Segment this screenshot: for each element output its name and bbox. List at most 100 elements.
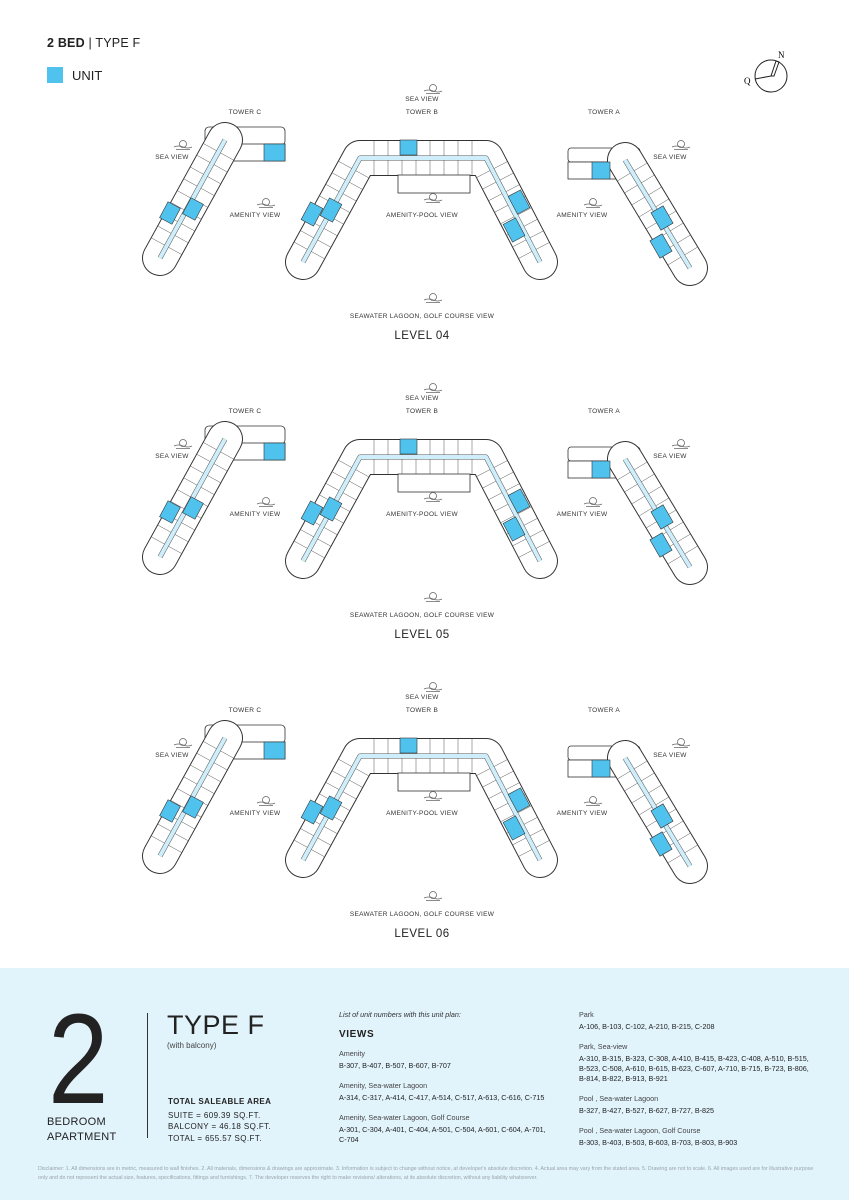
view-group-units: B-327, B-427, B-527, B-627, B-727, B-825 — [579, 1106, 715, 1115]
tower-c-label: TOWER C — [228, 408, 262, 415]
highlighted-unit[interactable] — [182, 197, 204, 221]
amenity-pool-view-label: AMENITY-POOL VIEW — [386, 511, 458, 518]
amenity-view-label: AMENITY VIEW — [229, 212, 281, 219]
sea-view-label: SEA VIEW — [155, 154, 189, 161]
tower-c-label: TOWER C — [228, 707, 262, 714]
tower-c-plan — [142, 421, 286, 575]
view-group-name: Park, Sea-view — [579, 1042, 628, 1051]
sea-view-label: SEA VIEW — [653, 752, 687, 759]
view-group-name: Amenity, Sea-water Lagoon — [339, 1081, 428, 1090]
bedroom-label: BEDROOM APARTMENT — [47, 1115, 117, 1145]
highlighted-unit[interactable] — [319, 795, 343, 821]
view-group-units: B-307, B-407, B-507, B-607, B-707 — [339, 1061, 451, 1070]
highlighted-unit[interactable] — [159, 201, 181, 225]
amenity-view-label: AMENITY VIEW — [229, 810, 281, 817]
sea-view-label: SEA VIEW — [405, 694, 439, 701]
bedroom-count: 2 — [48, 988, 109, 1131]
amenity-view-label: AMENITY VIEW — [556, 810, 608, 817]
view-group-name: Amenity, Sea-water Lagoon, Golf Course — [339, 1113, 470, 1122]
highlighted-unit[interactable] — [649, 831, 673, 857]
tower-c-plan — [142, 122, 286, 276]
view-group-units: A-310, B-315, B-323, C-308, A-410, B-415… — [579, 1054, 809, 1083]
highlighted-unit[interactable] — [650, 205, 674, 231]
highlighted-unit[interactable] — [591, 161, 611, 180]
tower-a-label: TOWER A — [588, 109, 620, 116]
highlighted-unit[interactable] — [319, 197, 343, 223]
highlighted-unit[interactable] — [502, 815, 526, 841]
bedroom-label-line1: BEDROOM — [47, 1116, 106, 1128]
view-group-name: Amenity — [339, 1049, 365, 1058]
amenity-pool-view-label: AMENITY-POOL VIEW — [386, 212, 458, 219]
divider — [147, 1013, 148, 1138]
highlighted-unit[interactable] — [507, 189, 531, 215]
legend-unit-swatch — [47, 67, 63, 83]
lagoon-golf-view-label: SEAWATER LAGOON, GOLF COURSE VIEW — [349, 313, 495, 320]
compass-icon: N Q — [738, 48, 798, 103]
amenity-view-label: AMENITY VIEW — [556, 212, 608, 219]
highlighted-unit[interactable] — [319, 496, 343, 522]
tower-a-plan — [567, 441, 708, 585]
level-title: LEVEL 06 — [394, 928, 450, 940]
highlighted-unit[interactable] — [502, 217, 526, 243]
amenity-pool-view-label: AMENITY-POOL VIEW — [386, 810, 458, 817]
highlighted-unit[interactable] — [591, 460, 611, 479]
tower-b-plan — [285, 438, 558, 579]
highlighted-unit[interactable] — [300, 799, 324, 825]
title-separator: | — [84, 36, 96, 50]
area-balcony: BALCONY = 46.18 SQ.FT. — [168, 1122, 272, 1131]
lagoon-golf-view-label: SEAWATER LAGOON, GOLF COURSE VIEW — [349, 612, 495, 619]
tower-b-label: TOWER B — [405, 707, 439, 714]
amenity-view-label: AMENITY VIEW — [229, 511, 281, 518]
highlighted-unit[interactable] — [159, 500, 181, 524]
sea-view-label: SEA VIEW — [653, 453, 687, 460]
tower-a-label: TOWER A — [588, 707, 620, 714]
sea-view-label: SEA VIEW — [155, 752, 189, 759]
highlighted-unit[interactable] — [399, 139, 418, 156]
highlighted-unit[interactable] — [263, 741, 286, 760]
highlighted-unit[interactable] — [649, 532, 673, 558]
tower-c-plan — [142, 720, 286, 874]
highlighted-unit[interactable] — [649, 233, 673, 259]
highlighted-unit[interactable] — [263, 442, 286, 461]
bed-count: 2 BED — [47, 36, 85, 50]
bedroom-label-line2: APARTMENT — [47, 1131, 117, 1143]
highlighted-unit[interactable] — [182, 795, 204, 819]
highlighted-unit[interactable] — [591, 759, 611, 778]
summary-panel — [0, 968, 849, 1200]
tower-b-label: TOWER B — [405, 109, 439, 116]
highlighted-unit[interactable] — [300, 201, 324, 227]
highlighted-unit[interactable] — [182, 496, 204, 520]
highlighted-unit[interactable] — [399, 737, 418, 754]
view-group-name: Pool , Sea-water Lagoon — [579, 1094, 659, 1103]
highlighted-unit[interactable] — [507, 787, 531, 813]
highlighted-unit[interactable] — [650, 504, 674, 530]
lagoon-golf-view-label: SEAWATER LAGOON, GOLF COURSE VIEW — [349, 911, 495, 918]
view-group-units: A-301, C-304, A-401, C-404, A-501, C-504… — [339, 1125, 546, 1144]
highlighted-unit[interactable] — [300, 500, 324, 526]
disclaimer: Disclaimer: 1. All dimensions are in met… — [38, 1166, 814, 1181]
tower-a-plan — [567, 142, 708, 286]
highlighted-unit[interactable] — [399, 438, 418, 455]
view-group-units: B-303, B-403, B-503, B-603, B-703, B-803… — [579, 1138, 738, 1147]
compass-q: Q — [744, 76, 751, 86]
highlighted-unit[interactable] — [650, 803, 674, 829]
views-heading: VIEWS — [339, 1029, 375, 1040]
unit-list-left: List of unit numbers with this unit plan… — [339, 1010, 554, 1155]
type-title: TYPE F — [167, 1010, 265, 1040]
highlighted-unit[interactable] — [263, 143, 286, 162]
compass-north: N — [778, 50, 785, 60]
highlighted-unit[interactable] — [502, 516, 526, 542]
unit-type: TYPE F — [95, 36, 141, 50]
highlighted-unit[interactable] — [159, 799, 181, 823]
sea-view-label: SEA VIEW — [405, 395, 439, 402]
highlighted-unit[interactable] — [507, 488, 531, 514]
area-total: TOTAL = 655.57 SQ.FT. — [168, 1133, 262, 1143]
level-title: LEVEL 04 — [394, 330, 450, 342]
